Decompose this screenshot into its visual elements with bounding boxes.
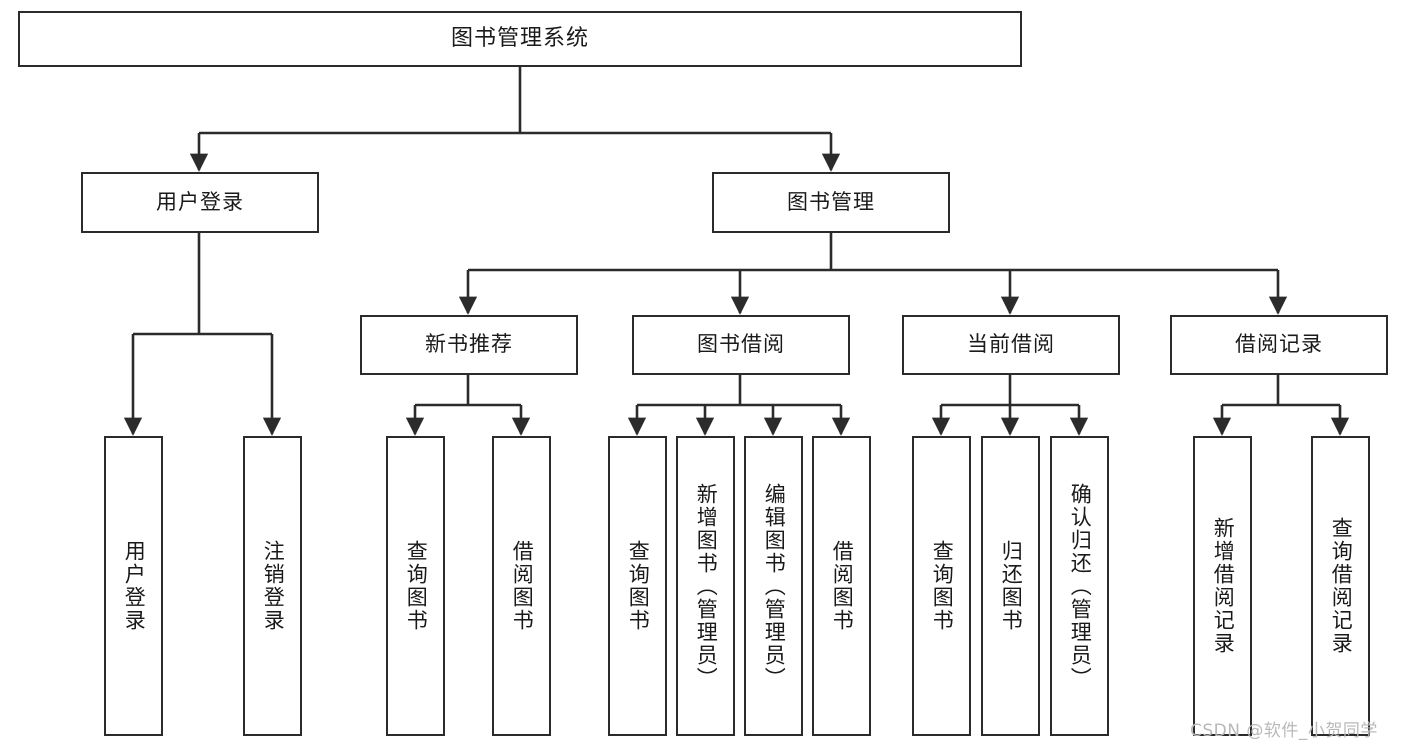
leaf-newbook-borrow-book[interactable]: 借阅图书 — [492, 436, 551, 736]
node-root-system[interactable]: 图书管理系统 — [18, 11, 1022, 67]
leaf-borrow-query-book[interactable]: 查询图书 — [608, 436, 667, 736]
node-label: 查询借阅记录 — [1329, 517, 1354, 655]
csdn-watermark: CSDN @软件_小贺同学 — [1190, 721, 1378, 741]
node-label: 新增借阅记录 — [1211, 517, 1236, 655]
node-label: 用户登录 — [122, 540, 147, 632]
leaf-record-query-record[interactable]: 查询借阅记录 — [1311, 436, 1370, 736]
node-label: 新书推荐 — [425, 332, 513, 357]
node-label: 图书借阅 — [697, 332, 785, 357]
leaf-borrow-edit-book[interactable]: 编辑图书（管理员） — [744, 436, 803, 736]
node-label: 注销登录 — [261, 540, 286, 632]
leaf-current-confirm-return[interactable]: 确认归还（管理员） — [1050, 436, 1109, 736]
node-label: 图书管理 — [787, 189, 875, 214]
node-label: 编辑图书（管理员） — [762, 482, 787, 690]
leaf-current-query-book[interactable]: 查询图书 — [912, 436, 971, 736]
node-label: 查询图书 — [626, 540, 651, 632]
node-current-borrow[interactable]: 当前借阅 — [902, 315, 1120, 375]
leaf-user-login-signin[interactable]: 用户登录 — [104, 436, 163, 736]
leaf-user-login-signout[interactable]: 注销登录 — [243, 436, 302, 736]
node-label: 借阅记录 — [1235, 332, 1323, 357]
node-label: 借阅图书 — [830, 540, 855, 632]
leaf-borrow-borrow-book[interactable]: 借阅图书 — [812, 436, 871, 736]
node-label: 查询图书 — [404, 540, 429, 632]
node-label: 归还图书 — [999, 540, 1024, 632]
node-label: 查询图书 — [930, 540, 955, 632]
node-book-management[interactable]: 图书管理 — [712, 172, 950, 233]
leaf-current-return-book[interactable]: 归还图书 — [981, 436, 1040, 736]
node-book-borrow[interactable]: 图书借阅 — [632, 315, 850, 375]
node-user-login[interactable]: 用户登录 — [81, 172, 319, 233]
node-label: 图书管理系统 — [450, 25, 589, 51]
node-label: 当前借阅 — [967, 332, 1055, 357]
leaf-record-add-record[interactable]: 新增借阅记录 — [1193, 436, 1252, 736]
node-label: 借阅图书 — [510, 540, 535, 632]
node-label: 新增图书（管理员） — [694, 482, 719, 690]
leaf-borrow-add-book[interactable]: 新增图书（管理员） — [676, 436, 735, 736]
node-new-book-recommend[interactable]: 新书推荐 — [360, 315, 578, 375]
leaf-newbook-query-book[interactable]: 查询图书 — [386, 436, 445, 736]
node-borrow-record[interactable]: 借阅记录 — [1170, 315, 1388, 375]
node-label: 确认归还（管理员） — [1068, 482, 1093, 690]
node-label: 用户登录 — [156, 189, 244, 214]
